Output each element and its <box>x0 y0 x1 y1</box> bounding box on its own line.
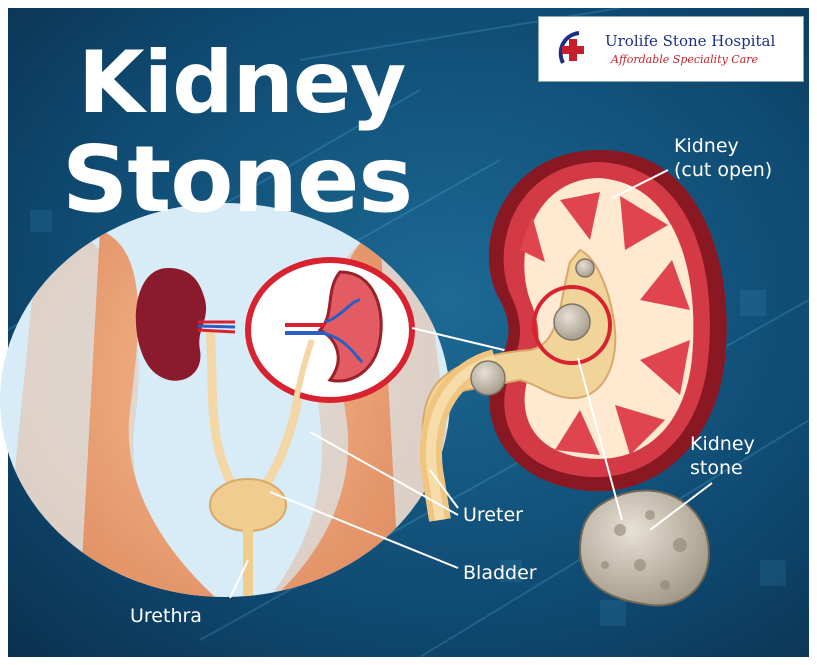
title-line-2: Stones <box>62 134 412 226</box>
label-kidney-cut-open: Kidney (cut open) <box>674 134 772 182</box>
label-urethra: Urethra <box>130 604 202 628</box>
medical-cross-icon <box>555 29 599 71</box>
label-bladder: Bladder <box>463 561 537 585</box>
hospital-name: Urolife Stone Hospital <box>605 32 775 50</box>
label-ureter: Ureter <box>463 503 523 527</box>
kidney-stone-illustration <box>580 490 709 605</box>
title-line-1: Kidney <box>78 40 405 126</box>
label-kidney-stone: Kidney stone <box>690 432 755 480</box>
hospital-tagline: Affordable Speciality Care <box>611 53 758 66</box>
hospital-logo[interactable]: Urolife Stone Hospital Affordable Specia… <box>538 16 804 82</box>
